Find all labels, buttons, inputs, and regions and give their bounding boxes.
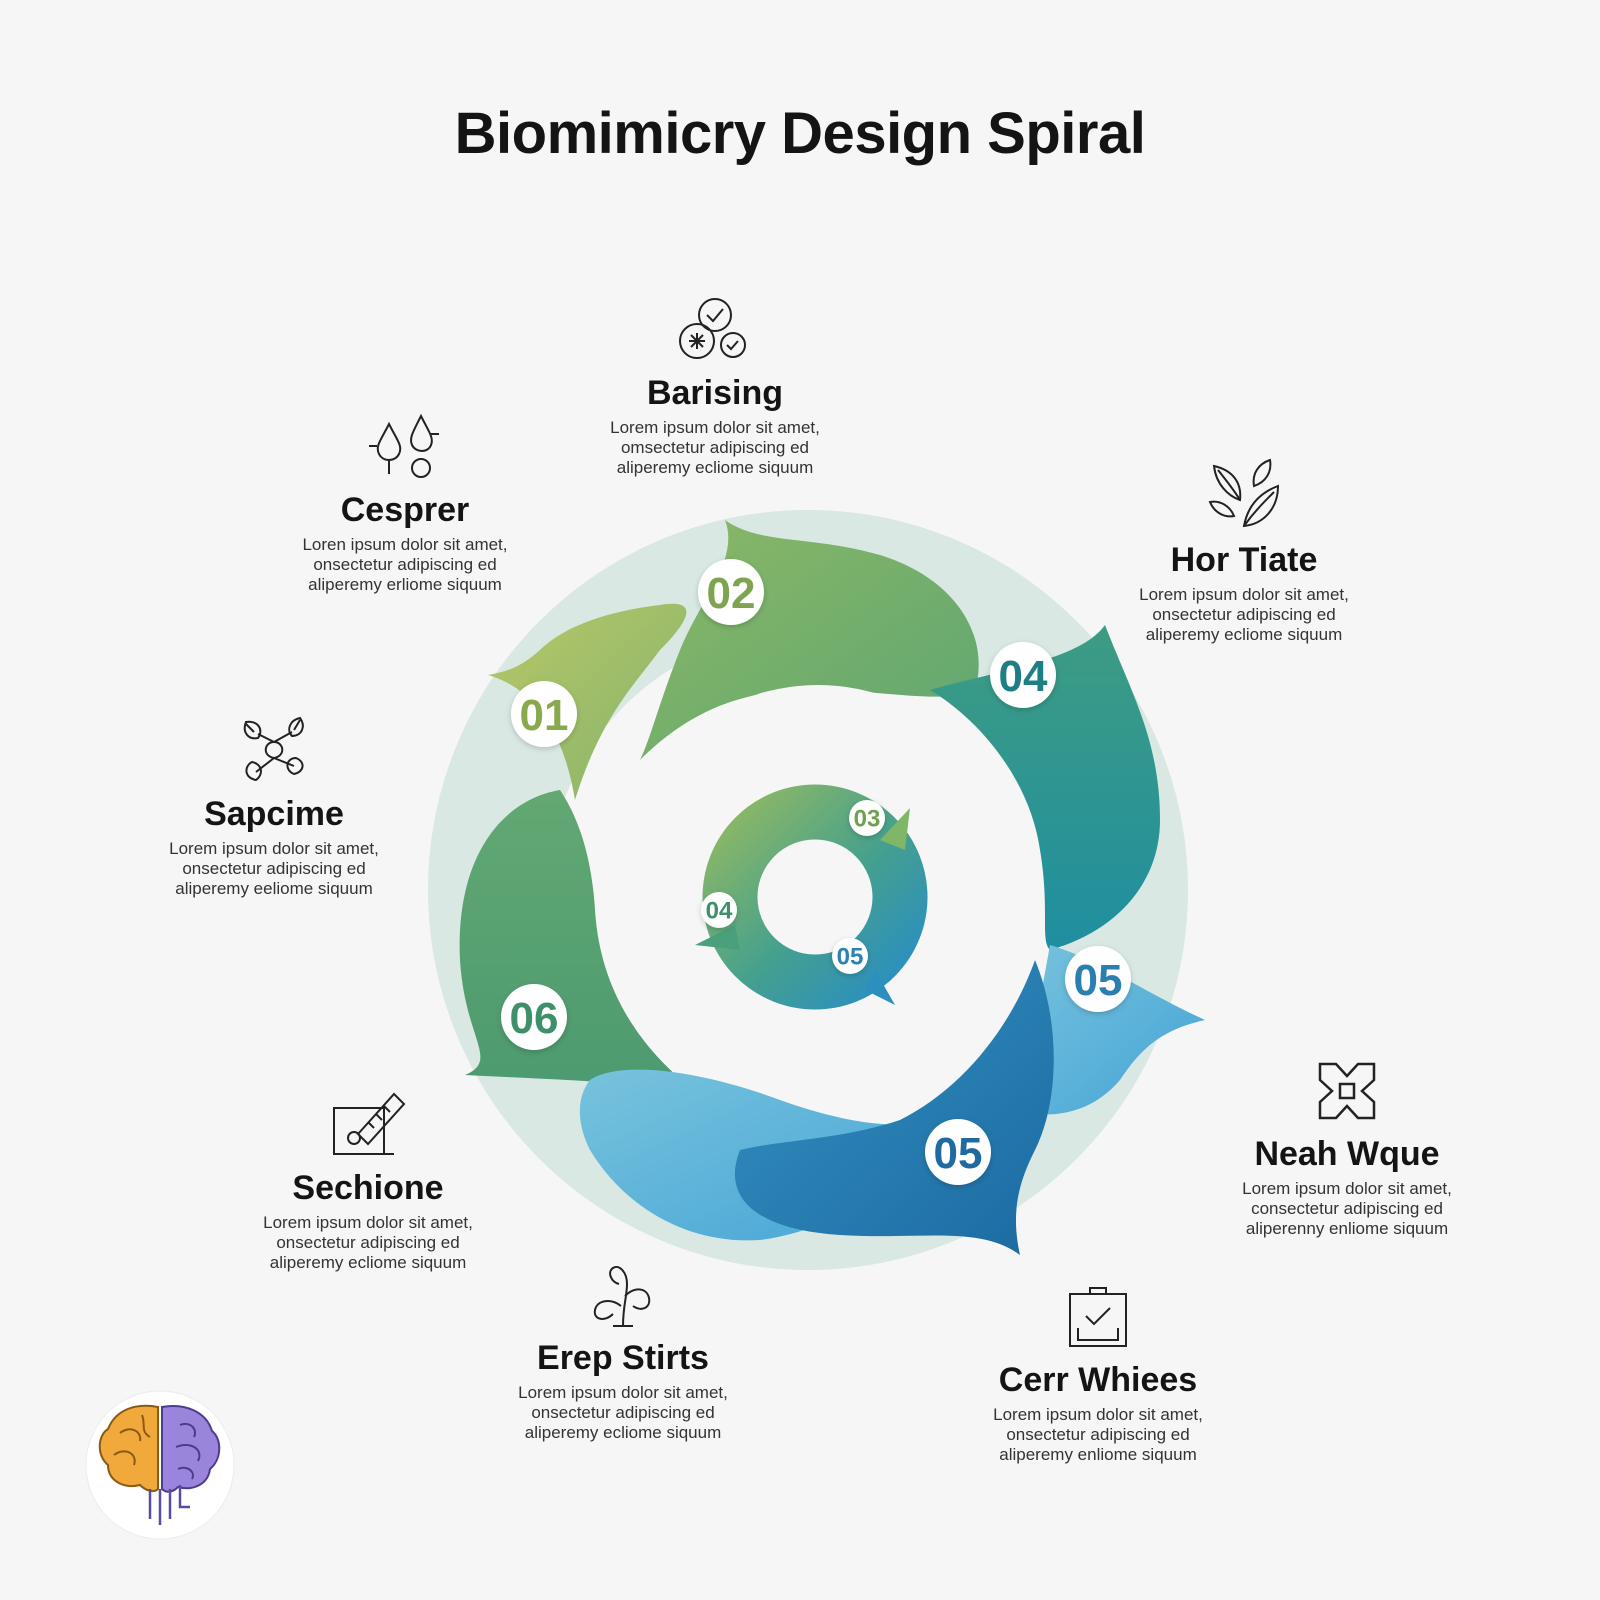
outer-badge-circle <box>511 681 577 747</box>
outer-badge: 04 <box>990 642 1056 708</box>
clipboard-check-icon <box>1069 1287 1127 1347</box>
inner-badge-number: 05 <box>837 944 864 971</box>
outer-badge-circle <box>990 642 1056 708</box>
step-title: Cesprer <box>340 491 470 529</box>
page-title: Biomimicry Design Spiral <box>454 101 1146 166</box>
outer-badge: 05 <box>925 1119 991 1185</box>
microscope-icon <box>333 1092 406 1155</box>
outer-badge: 01 <box>511 681 577 747</box>
step-title: Barising <box>646 374 784 412</box>
petal-olive <box>488 603 687 800</box>
step-cerr-whiees: Cerr Whiees Lorem ipsum dolor sit amet, … <box>948 1284 1248 1465</box>
step-description: Lorem ipsum dolor sit amet, onsectetur a… <box>518 1383 728 1443</box>
inner-badge: 04 <box>701 892 737 928</box>
step-title: Sapcime <box>204 795 344 833</box>
leaves-icon <box>1208 458 1280 528</box>
outer-badge-number: 05 <box>1074 956 1123 1005</box>
outer-badge-circle <box>698 559 764 625</box>
inner-badge: 05 <box>832 938 868 974</box>
petal-blue <box>734 960 1054 1255</box>
petal-teal <box>930 625 1160 950</box>
step-description: Lorem ipsum dolor sit amet, consectetur … <box>1242 1179 1452 1239</box>
outer-badge: 02 <box>698 559 764 625</box>
step-description: Lorem ipsum dolor sit amet, omsectetur a… <box>610 418 820 478</box>
step-title: Cerr Whiees <box>998 1361 1198 1399</box>
step-cesprer: Cesprer Loren ipsum dolor sit amet, onse… <box>255 412 555 595</box>
step-sechione: Sechione Lorem ipsum dolor sit amet, ons… <box>218 1086 518 1273</box>
step-erep-stirts: Erep Stirts Lorem ipsum dolor sit amet, … <box>473 1256 773 1443</box>
outer-badge-number: 04 <box>999 652 1048 701</box>
step-sapcime: Sapcime Lorem ipsum dolor sit amet, onse… <box>124 712 424 899</box>
outer-badge-circle <box>1065 946 1131 1012</box>
inner-ring-tail-05 <box>865 970 895 1005</box>
outer-badge-circle <box>925 1119 991 1185</box>
water-drops-icon <box>369 413 439 478</box>
inner-ring-tail-03 <box>880 808 910 850</box>
step-title: Hor Tiate <box>1170 541 1318 579</box>
inner-ring-tail-04 <box>695 925 740 950</box>
outer-badge-circle <box>501 984 567 1050</box>
inner-badge-circle <box>849 800 885 836</box>
brain-gear-icon <box>85 1390 235 1540</box>
outer-badge: 05 <box>1065 946 1131 1012</box>
petal-light-blue-right <box>1010 945 1205 1115</box>
cross-frame-icon <box>1318 1062 1376 1120</box>
step-title: Erep Stirts <box>537 1339 709 1377</box>
flowers-icon <box>243 716 304 782</box>
step-title: Neah Wque <box>1254 1135 1440 1173</box>
inner-badge-number: 03 <box>854 806 881 833</box>
ring-center <box>613 685 1023 1095</box>
seeds-check-icon <box>679 298 746 359</box>
badge-layer: 01 02 04 05 05 06 03 04 05 <box>501 559 1131 1185</box>
outer-badge-number: 05 <box>934 1129 983 1178</box>
inner-badge: 03 <box>849 800 885 836</box>
outer-badge-number: 06 <box>510 994 559 1043</box>
inner-badge-number: 04 <box>706 898 733 925</box>
step-title: Sechione <box>292 1169 444 1207</box>
step-neah-wque: Neah Wque Lorem ipsum dolor sit amet, co… <box>1197 1056 1497 1239</box>
step-description: Lorem ipsum dolor sit amet, onsectetur a… <box>1139 585 1349 645</box>
outer-badge: 06 <box>501 984 567 1050</box>
step-description: Lorem ipsum dolor sit amet, onsectetur a… <box>169 839 379 899</box>
outer-badge-number: 01 <box>520 691 569 740</box>
step-description: Loren ipsum dolor sit amet, onsectetur a… <box>302 535 508 595</box>
sprout-icon <box>593 1266 651 1327</box>
step-description: Lorem ipsum dolor sit amet, onsectetur a… <box>263 1213 473 1273</box>
step-hor-tiate: Hor Tiate Lorem ipsum dolor sit amet, on… <box>1094 456 1394 645</box>
inner-badge-circle <box>701 892 737 928</box>
inner-badge-circle <box>832 938 868 974</box>
outer-badge-number: 02 <box>707 569 756 618</box>
step-barising: Barising Lorem ipsum dolor sit amet, oms… <box>565 295 865 478</box>
step-description: Lorem ipsum dolor sit amet, onsectetur a… <box>993 1405 1203 1465</box>
